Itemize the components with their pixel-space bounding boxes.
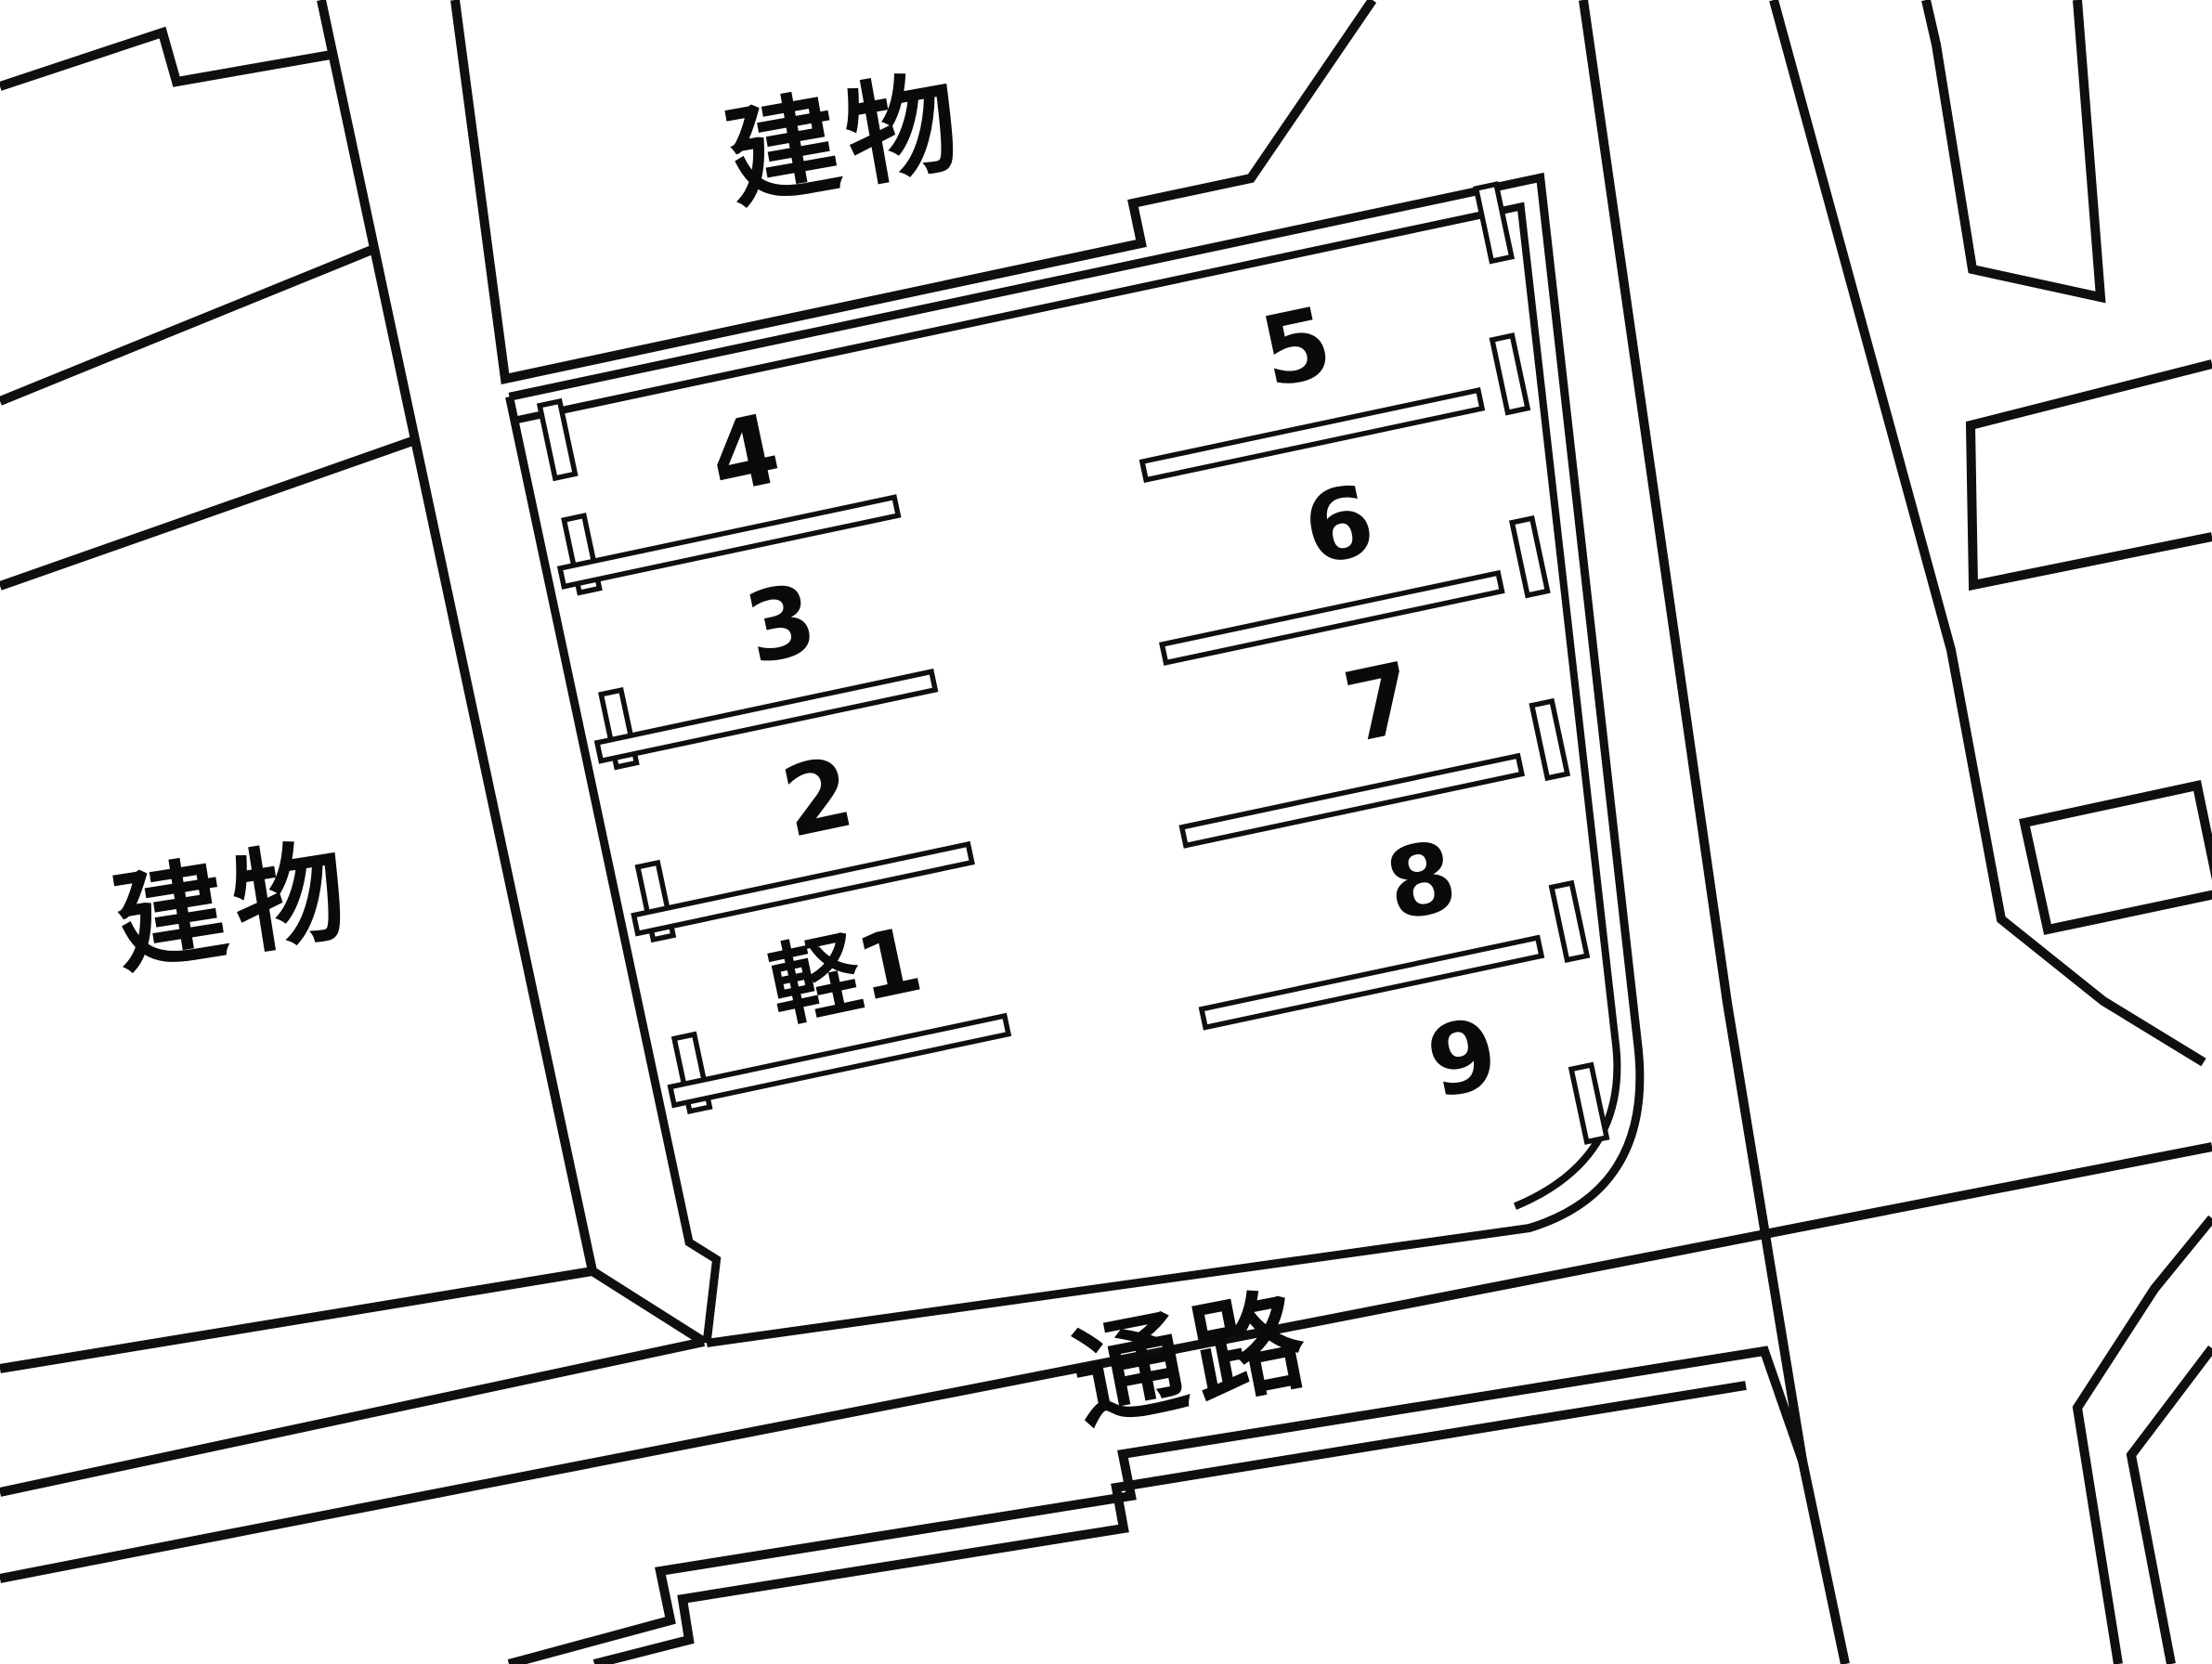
roads [0, 1142, 2212, 1664]
parking-space-label: 3 [736, 562, 826, 686]
building-top-right-outline [1921, 0, 2106, 304]
building-bottom-right-outer [2072, 1215, 2212, 1664]
left-lane-upper-edge [0, 244, 376, 406]
parking-space-label: 8 [1376, 818, 1465, 942]
left-lane-lower-edge [0, 436, 417, 591]
stall-divider-bar [631, 840, 975, 937]
stall-tick [1489, 332, 1531, 416]
building-top-center-outline [450, 0, 1377, 385]
right-street-far-edge [1769, 0, 2206, 1067]
parking-space-label: 軽1 [761, 907, 930, 1040]
stall-divider-bar [1198, 934, 1545, 1031]
building-right-middle-outline [1965, 359, 2212, 592]
stall-dividers [556, 387, 1545, 1109]
stall-tick [1529, 697, 1571, 782]
lot-left-boundary [505, 396, 722, 1344]
stall-tick [1568, 1061, 1610, 1145]
passage-bottom-edge [0, 1142, 2212, 1583]
left-building-label: 建物 [105, 825, 364, 990]
passage-label: 通路 [1063, 1273, 1325, 1446]
stall-divider-bar [1178, 752, 1526, 849]
stall-tick [536, 397, 579, 482]
lot-inner-curb [516, 202, 1621, 1210]
right-street-near-edge [1579, 0, 1807, 1462]
parking-space-label: 9 [1418, 995, 1507, 1120]
left-buildings-alley-edge [317, 0, 707, 1346]
lot-outer-boundary [508, 172, 1645, 1347]
parking-space-label: 7 [1334, 641, 1424, 765]
parking-lot: 4 3 2 軽1 5 6 7 8 9 [505, 172, 1645, 1347]
stall-divider-bar [1139, 387, 1486, 484]
bottom-parcel-stepped-edge [507, 1346, 1850, 1664]
stall-divider-bar [556, 494, 902, 590]
top-building-label: 建物 [717, 56, 977, 225]
stall-divider-bar [1159, 569, 1505, 666]
parking-space-label: 4 [700, 392, 789, 516]
bottom-building-stepped-edge [592, 1381, 1747, 1664]
stall-divider-bar [667, 1012, 1012, 1109]
building-right-small-outline [2019, 780, 2212, 935]
building-top-left-outline [0, 26, 337, 91]
stall-tick [1509, 514, 1551, 599]
stall-tick [1548, 879, 1591, 964]
parking-space-label: 5 [1252, 285, 1341, 410]
passage-top-edge [0, 1337, 706, 1497]
stall-tick [1473, 181, 1516, 265]
building-left-bottom-edge [0, 1267, 593, 1373]
stall-divider-bar [593, 669, 939, 764]
parking-space-label: 2 [773, 735, 862, 860]
building-bottom-right-inner [2126, 1345, 2212, 1664]
parking-space-label: 6 [1295, 462, 1384, 587]
